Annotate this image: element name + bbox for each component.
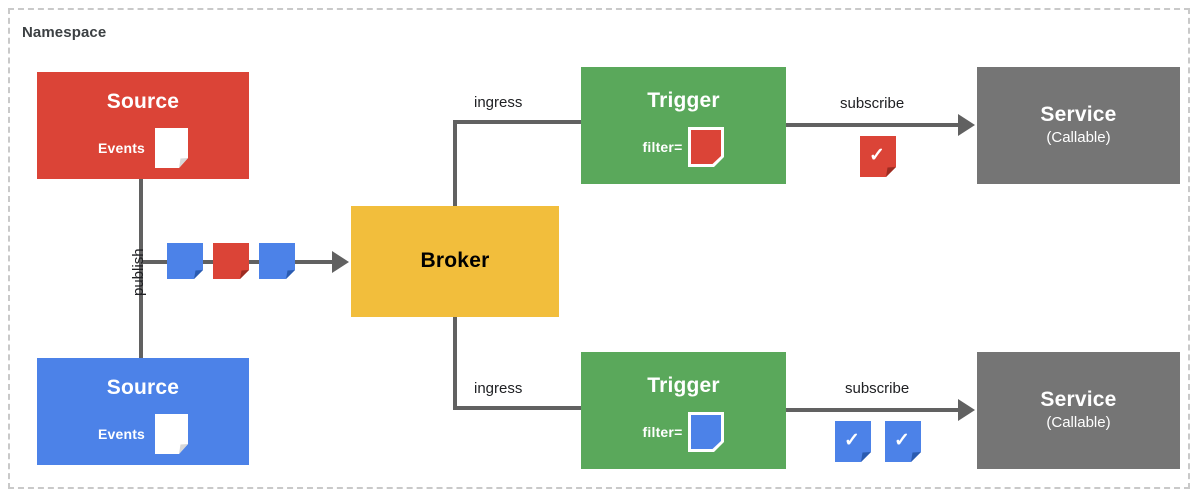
connector-subscribe-bottom: [786, 408, 969, 412]
delivered-event-badge-red: ✓: [860, 136, 896, 177]
trigger-title: Trigger: [647, 89, 720, 113]
connector-ingress-bottom-vertical: [453, 315, 457, 410]
edge-label-subscribe-bottom: subscribe: [845, 380, 910, 397]
arrowhead-subscribe-bottom: [958, 399, 975, 421]
event-card-icon: [155, 127, 189, 168]
edge-label-ingress-bottom: ingress: [474, 380, 523, 397]
event-card-blue-1: [167, 243, 203, 279]
delivered-event-badge-blue-1: ✓: [835, 421, 871, 462]
event-card-icon: [155, 413, 189, 454]
arrowhead-publish-to-broker: [332, 251, 349, 273]
node-service-top[interactable]: Service (Callable): [977, 67, 1180, 184]
delivered-event-badge-blue-2: ✓: [885, 421, 921, 462]
connector-ingress-top-horizontal: [453, 120, 583, 124]
filter-event-icon: [688, 126, 725, 167]
connector-subscribe-top: [786, 123, 969, 127]
service-title: Service: [1040, 387, 1117, 411]
node-trigger-top[interactable]: Trigger filter=: [581, 67, 786, 184]
node-service-bottom[interactable]: Service (Callable): [977, 352, 1180, 469]
source-events-row: Events: [97, 413, 189, 454]
service-title: Service: [1040, 102, 1117, 126]
node-trigger-bottom[interactable]: Trigger filter=: [581, 352, 786, 469]
delivered-events-bottom-group: ✓ ✓: [835, 421, 921, 462]
edge-label-subscribe-top: subscribe: [840, 95, 905, 112]
event-stream-group: [167, 243, 295, 279]
connector-ingress-bottom-horizontal: [453, 406, 583, 410]
node-source-red[interactable]: Source Events: [37, 72, 249, 179]
filter-event-icon: [688, 411, 725, 452]
node-broker[interactable]: Broker: [351, 206, 559, 317]
source-events-label: Events: [97, 425, 146, 442]
service-subtitle: (Callable): [1046, 413, 1111, 431]
trigger-title: Trigger: [647, 374, 720, 398]
source-events-label: Events: [97, 139, 146, 156]
source-title: Source: [106, 376, 180, 400]
source-title: Source: [106, 90, 180, 114]
connector-ingress-top-vertical: [453, 120, 457, 208]
service-subtitle: (Callable): [1046, 128, 1111, 146]
event-card-blue-2: [259, 243, 295, 279]
arrowhead-subscribe-top: [958, 114, 975, 136]
trigger-filter-row: filter=: [642, 126, 725, 167]
trigger-filter-row: filter=: [642, 411, 725, 452]
trigger-filter-label: filter=: [642, 138, 683, 155]
connector-publish-vertical: [139, 178, 143, 360]
delivered-events-top-group: ✓: [860, 136, 896, 177]
edge-label-ingress-top: ingress: [474, 94, 523, 111]
namespace-boundary: [8, 8, 1190, 489]
edge-label-publish: publish: [130, 248, 147, 296]
trigger-filter-label: filter=: [642, 423, 683, 440]
broker-title: Broker: [420, 249, 490, 273]
node-source-blue[interactable]: Source Events: [37, 358, 249, 465]
source-events-row: Events: [97, 127, 189, 168]
namespace-label: Namespace: [22, 24, 107, 41]
event-card-red-1: [213, 243, 249, 279]
